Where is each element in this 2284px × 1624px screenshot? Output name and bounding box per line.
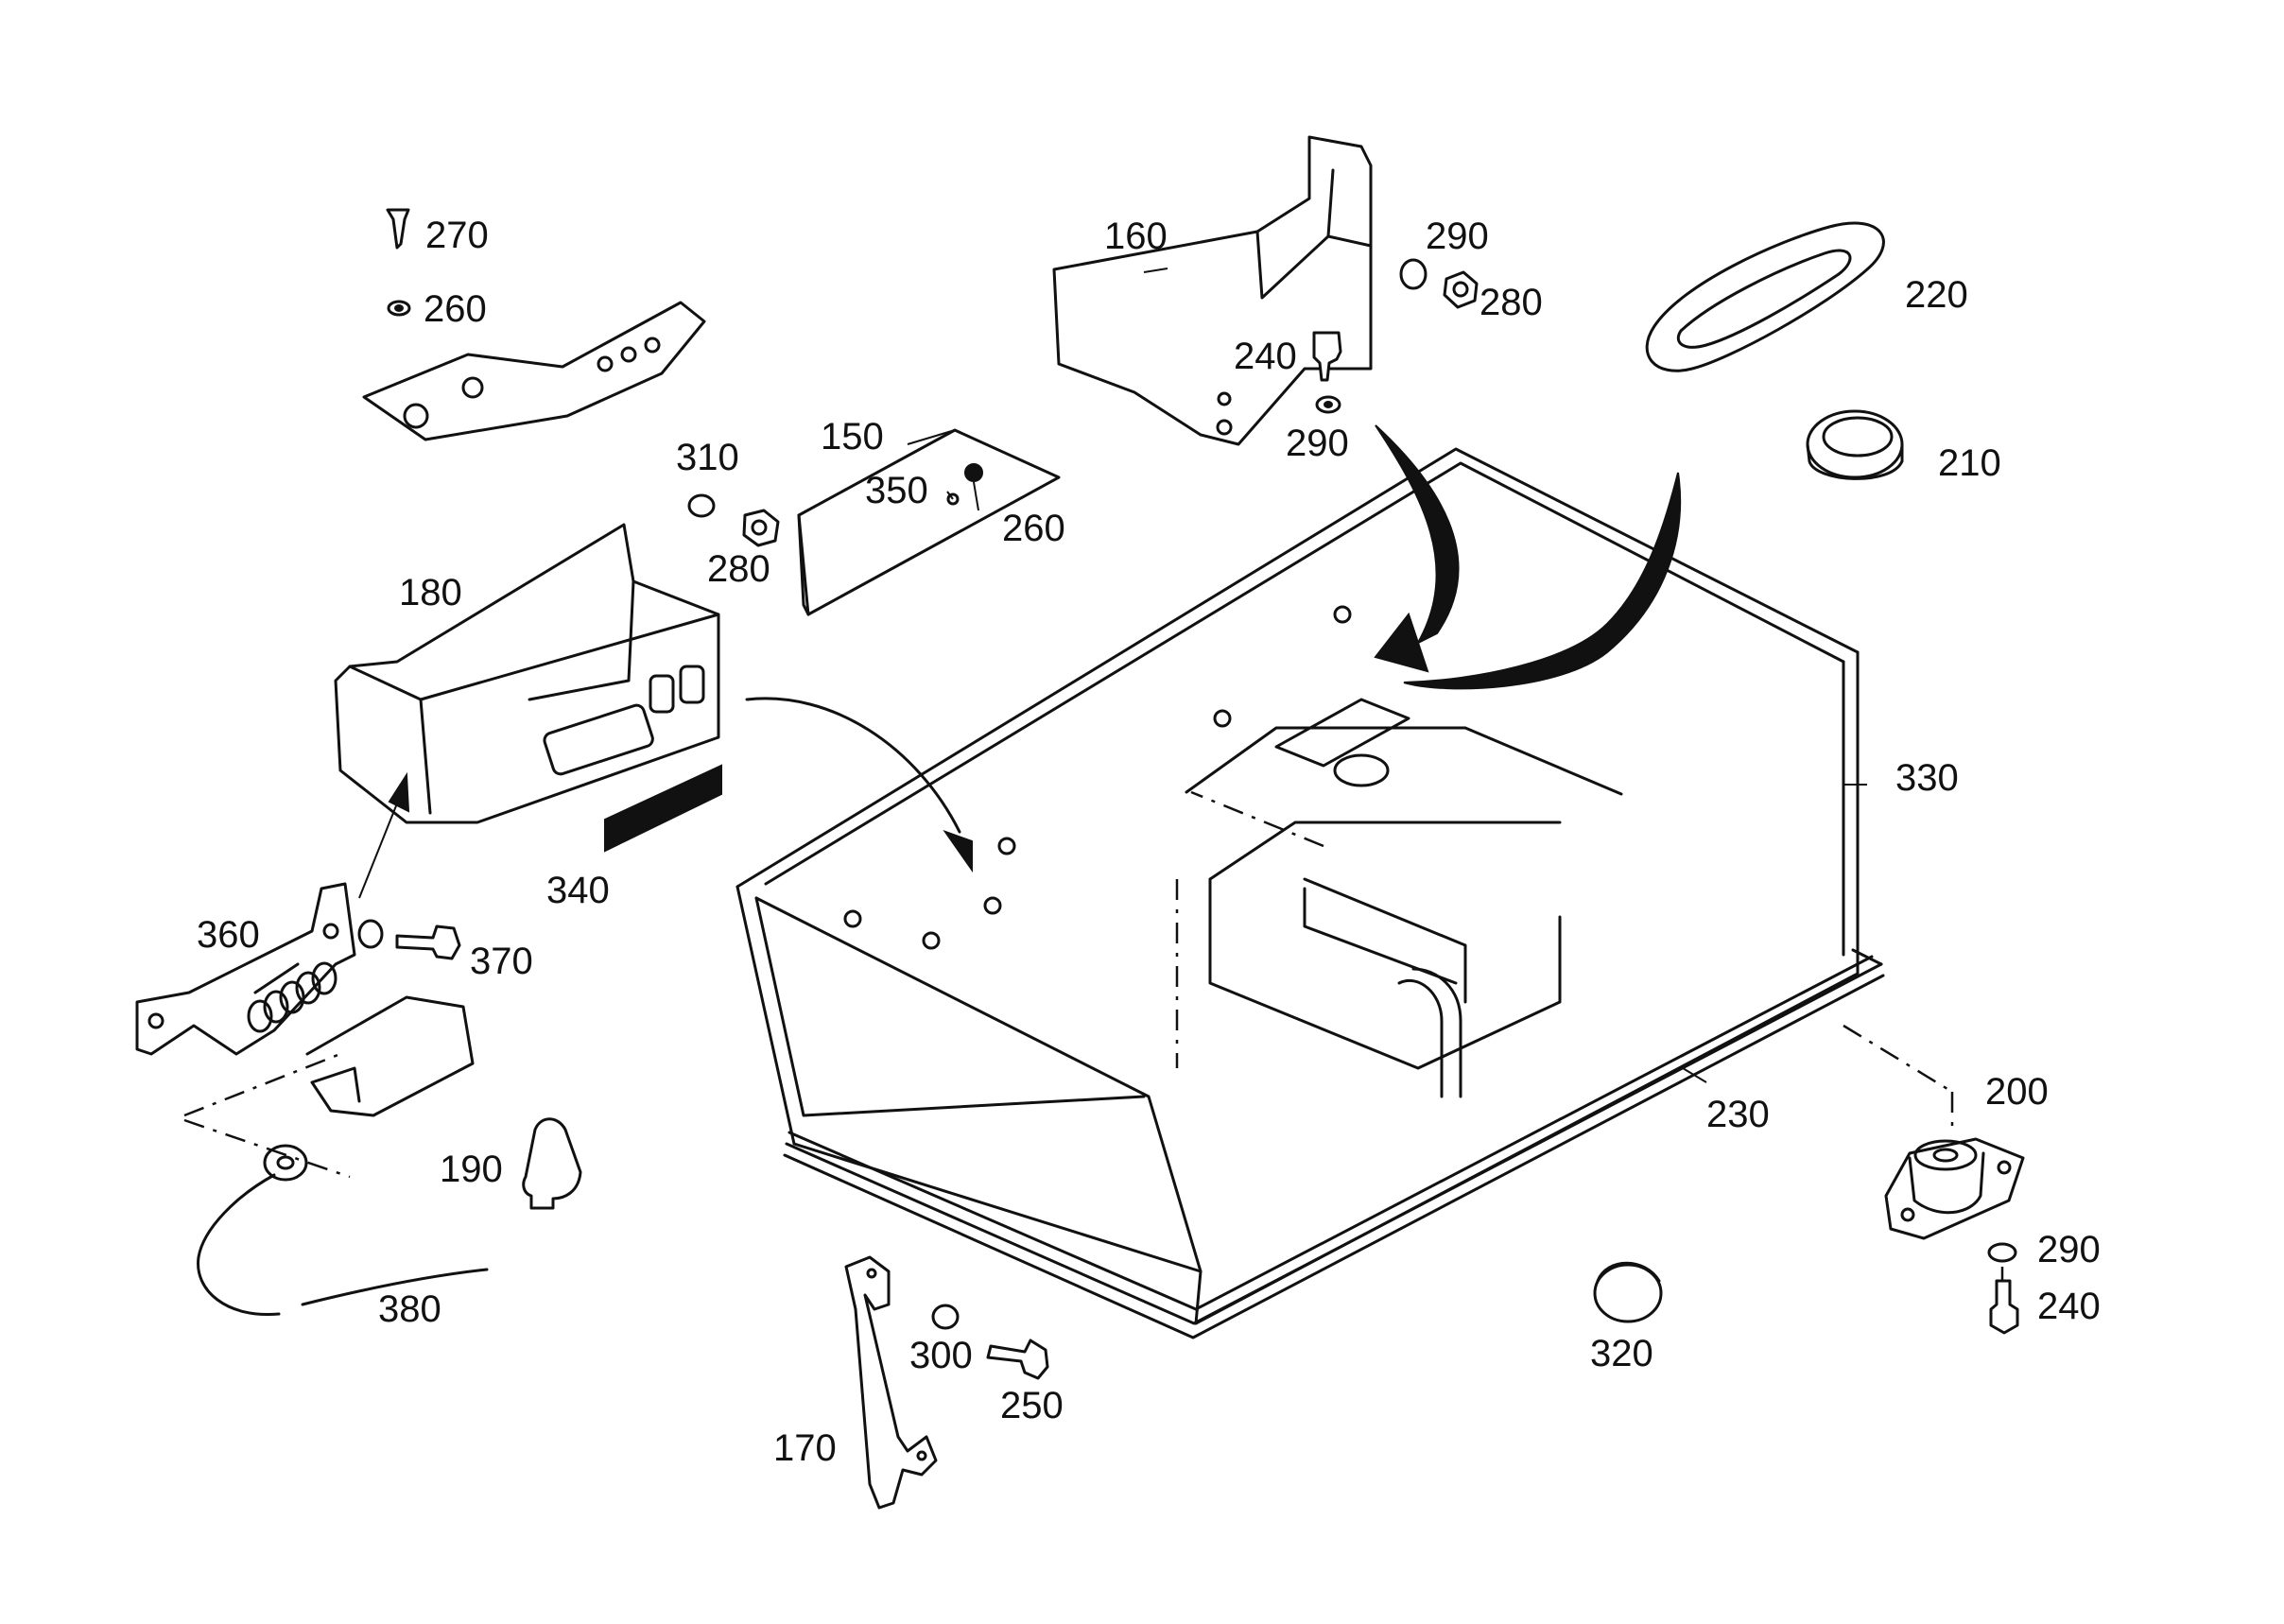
bolt-370 (395, 924, 461, 960)
callout-320: 320 (1590, 1333, 1653, 1374)
callout-350: 350 (865, 470, 928, 511)
callout-330: 330 (1895, 757, 1959, 799)
callout-labels: 270 260 160 290 280 220 240 290 210 150 … (197, 215, 2101, 1469)
washer-260-top (387, 300, 411, 317)
washer-290-bottom (1987, 1242, 2017, 1263)
callout-260-mid: 260 (1002, 508, 1065, 549)
callout-370: 370 (470, 941, 533, 982)
bolt-250 (986, 1339, 1049, 1380)
ring-210 (1806, 409, 1904, 480)
washer-310 (687, 493, 716, 518)
cap-190 (522, 1117, 582, 1210)
handle-170 (844, 1255, 938, 1510)
callout-240-bottom: 240 (2037, 1286, 2101, 1327)
bracket-180 (334, 523, 720, 824)
washer-300 (931, 1304, 960, 1330)
callout-280-left: 280 (707, 548, 770, 590)
callout-240-top: 240 (1234, 336, 1297, 377)
plug-320 (1593, 1261, 1663, 1323)
grommet-220 (1645, 221, 1885, 372)
nut-280-right (1443, 270, 1479, 309)
clip-bracket (305, 995, 475, 1117)
callout-250: 250 (1000, 1385, 1064, 1426)
callout-220: 220 (1905, 274, 1968, 316)
callout-290-bottom: 290 (2037, 1229, 2101, 1270)
washer-290-mid (1315, 395, 1341, 414)
nut-280-left (742, 509, 780, 547)
callout-200: 200 (1985, 1071, 2049, 1113)
cable-380 (197, 1144, 489, 1317)
callout-280-right: 280 (1479, 282, 1543, 323)
callout-160: 160 (1104, 216, 1168, 257)
callout-190: 190 (440, 1149, 503, 1190)
callout-310: 310 (676, 437, 739, 478)
bolt-240-bottom (1989, 1279, 2019, 1335)
leader-lines (907, 268, 1867, 1083)
mount-200 (1884, 1137, 2025, 1240)
bolt-240-top (1312, 331, 1342, 382)
callout-230: 230 (1706, 1094, 1770, 1135)
callout-340: 340 (546, 870, 610, 911)
plate-150 (797, 428, 1061, 616)
washer-290-top (1399, 258, 1428, 290)
callout-300: 300 (909, 1335, 973, 1376)
callout-270: 270 (425, 215, 489, 256)
callout-260-top: 260 (424, 288, 487, 330)
cover-160 (1052, 135, 1373, 446)
arrow-latch-to-bracket (358, 771, 410, 899)
callout-210: 210 (1938, 442, 2001, 484)
callout-290-top: 290 (1426, 216, 1489, 257)
callout-380: 380 (378, 1288, 441, 1330)
washer-370 (357, 919, 384, 949)
arrow-cover-to-housing (1374, 424, 1460, 673)
callout-170: 170 (773, 1427, 837, 1469)
arrow-bracket-to-housing (745, 697, 973, 873)
callout-150: 150 (821, 416, 884, 458)
arrow-grommet-to-housing (1403, 472, 1682, 690)
latch-360 (135, 882, 356, 1056)
callout-290-mid: 290 (1286, 423, 1349, 464)
logo-plate-340: LIEBHERR (604, 764, 754, 866)
top-plate (362, 301, 706, 441)
housing-330 (735, 447, 1953, 1339)
callout-360: 360 (197, 914, 260, 956)
screw-270 (386, 208, 410, 250)
callout-180: 180 (399, 572, 462, 613)
